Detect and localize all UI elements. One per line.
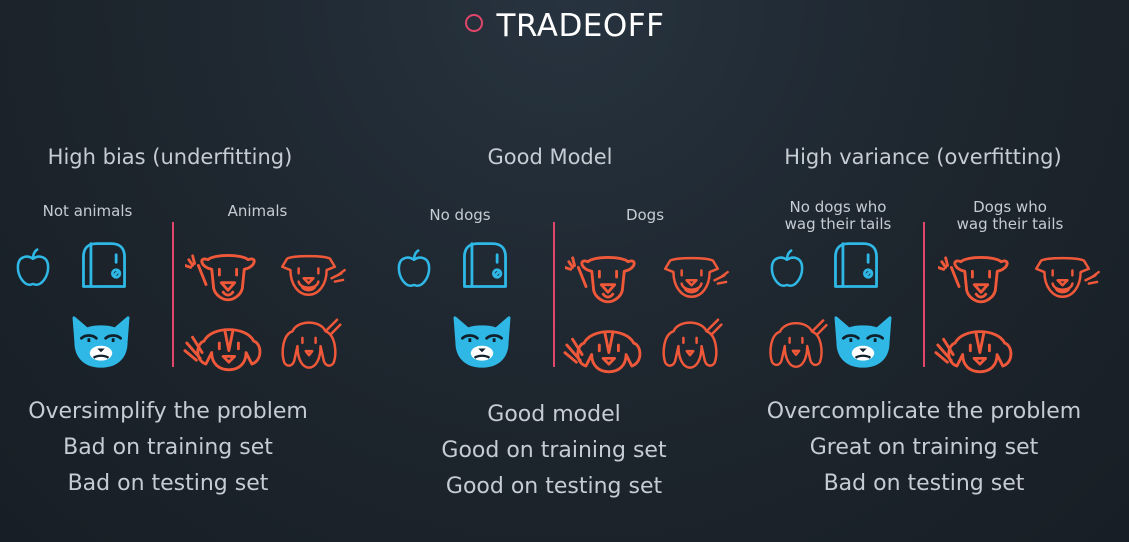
panel-heading: Good Model: [487, 145, 613, 169]
left-label-line-2: wag their tails: [784, 215, 892, 233]
cat-icon: [449, 314, 515, 370]
left-column-label: No dogs: [429, 206, 491, 224]
beagle-wagging-icon: [934, 316, 1020, 374]
caption-line-3: Bad on testing set: [823, 471, 1025, 496]
right-column-label: Animals: [227, 202, 288, 220]
right-column-label: Dogs: [625, 206, 665, 224]
toaster-icon: [826, 238, 886, 294]
beagle-wagging-icon: [563, 316, 649, 374]
caption-line-1: Overcomplicate the problem: [766, 399, 1082, 424]
title-bullet-icon: [464, 14, 483, 32]
left-column-label: No dogs who wag their tails: [768, 199, 908, 233]
panel-heading: High variance (overfitting): [784, 145, 1062, 169]
panel-high-variance: High variance (overfitting) No dogs who …: [760, 140, 1100, 510]
slide-title: TRADEOFF: [0, 8, 1129, 44]
left-column-label: Not animals: [42, 202, 133, 220]
title-text: TRADEOFF: [496, 8, 665, 44]
panel-heading: High bias (underfitting): [47, 145, 293, 169]
apple-icon: [766, 248, 808, 290]
category-divider: [923, 222, 925, 367]
spaniel-icon: [764, 312, 828, 372]
beagle-wagging-icon: [183, 314, 269, 372]
panel-high-bias: High bias (underfitting) Not animals Ani…: [0, 140, 365, 510]
dog-wagging-icon: [938, 248, 1024, 306]
caption-line-2: Bad on training set: [63, 435, 273, 460]
toaster-icon: [455, 238, 515, 294]
spaniel-icon: [276, 312, 342, 372]
right-label-line-2: wag their tails: [956, 215, 1064, 233]
dog-wagging-icon: [185, 246, 271, 304]
dog-wagging-icon: [565, 248, 651, 306]
caption-line-1: Oversimplify the problem: [28, 399, 308, 424]
cat-icon: [68, 314, 134, 370]
panel-good-model: Good Model No dogs Dogs Good model Good …: [385, 140, 735, 510]
toaster-icon: [74, 238, 134, 294]
terrier-wagging-icon: [657, 250, 731, 304]
terrier-wagging-icon: [1028, 250, 1102, 304]
category-divider: [172, 222, 174, 367]
terrier-wagging-icon: [274, 248, 348, 302]
spaniel-icon: [657, 312, 723, 372]
caption-line-3: Good on testing set: [445, 474, 663, 499]
right-column-label: Dogs who wag their tails: [940, 199, 1080, 233]
cat-icon: [830, 314, 896, 370]
caption-line-2: Great on training set: [809, 435, 1039, 460]
right-label-line-1: Dogs who: [973, 198, 1047, 216]
caption-line-3: Bad on testing set: [67, 471, 269, 496]
category-divider: [553, 222, 555, 367]
caption-line-2: Good on training set: [441, 438, 667, 463]
apple-icon: [12, 247, 54, 289]
apple-icon: [393, 248, 435, 290]
caption-line-1: Good model: [487, 402, 621, 427]
left-label-line-1: No dogs who: [789, 198, 887, 216]
